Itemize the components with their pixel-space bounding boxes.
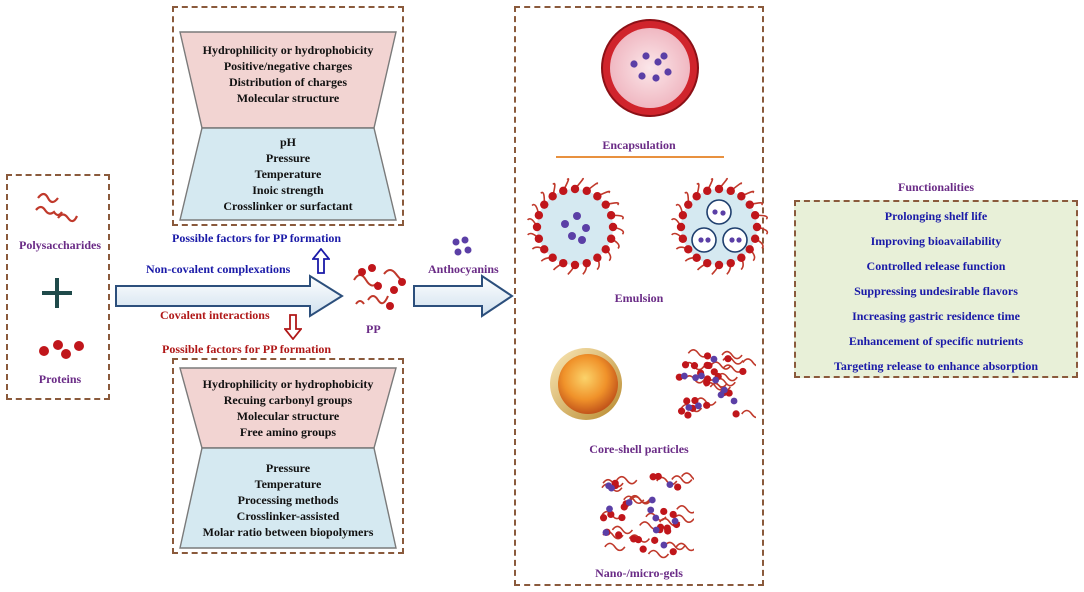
- top-factors-box: [172, 6, 404, 226]
- factor-item: Molar ratio between biopolymers: [202, 525, 374, 539]
- factor-item: Molecular structure: [236, 91, 340, 105]
- polysaccharides-label: Polysaccharides: [19, 238, 101, 252]
- pp-complex-icon: [353, 264, 406, 310]
- emulsion-droplet-single-icon: [526, 177, 625, 276]
- bottom-hourglass-shape: [179, 367, 397, 549]
- protein-beads-icon: [39, 340, 84, 359]
- nano-complex-icon: [675, 349, 756, 419]
- functionality-item: Increasing gastric residence time: [852, 309, 1020, 323]
- factor-item: Molecular structure: [236, 409, 340, 423]
- core-shell-particle-icon: [550, 348, 624, 420]
- factor-item: Recuing carbonyl groups: [223, 393, 353, 407]
- down-arrow-icon: [284, 314, 302, 340]
- divider-line: [556, 156, 724, 158]
- factor-item: Pressure: [265, 461, 311, 475]
- top-upper-factors: Hydrophilicity or hydrophobicity Positiv…: [174, 42, 402, 106]
- gels-label: Nano-/micro-gels: [595, 566, 683, 580]
- factor-item: Distribution of charges: [229, 75, 347, 89]
- coreshell-label: Core-shell particles: [589, 442, 689, 456]
- factor-item: Pressure: [265, 151, 311, 165]
- functionality-item: Controlled release function: [866, 259, 1006, 273]
- bottom-factors-box: [172, 358, 404, 554]
- formation-arrow: [115, 274, 344, 318]
- nano-gel-icon: [599, 472, 694, 559]
- functionality-item: Suppressing undesirable flavors: [854, 284, 1018, 298]
- factor-item: Free amino groups: [239, 425, 337, 439]
- factor-item: Hydrophilicity or hydrophobicity: [202, 43, 374, 57]
- functionalities-title: Functionalities: [897, 180, 974, 194]
- top-lower-factors: pH Pressure Temperature Inoic strength C…: [174, 134, 402, 214]
- proteins-label: Proteins: [38, 372, 82, 386]
- top-hourglass-shape: [179, 31, 397, 221]
- factor-item: pH: [279, 135, 296, 149]
- plus-icon: [42, 278, 72, 308]
- encapsulation-label: Encapsulation: [602, 138, 676, 152]
- functionality-item: Prolonging shelf life: [884, 209, 988, 223]
- factor-item: Positive/negative charges: [223, 59, 353, 73]
- functionalities-box: Prolonging shelf life Improving bioavail…: [794, 200, 1078, 378]
- factor-item: Hydrophilicity or hydrophobicity: [202, 377, 374, 391]
- functionality-item: Enhancement of specific nutrients: [848, 334, 1024, 348]
- capsule-icon: [601, 19, 699, 117]
- polysaccharide-chains-icon: [35, 192, 79, 223]
- ingredients-box: [6, 174, 110, 400]
- noncovalent-label: Non-covalent complexations: [146, 262, 291, 276]
- bottom-factors-caption: Possible factors for PP formation: [162, 342, 332, 356]
- factor-item: Crosslinker or surfactant: [223, 199, 353, 213]
- emulsion-droplet-multiple-icon: [670, 177, 769, 276]
- top-factors-caption: Possible factors for PP formation: [172, 231, 342, 245]
- anthocyanins-label: Anthocyanins: [428, 262, 499, 276]
- up-arrow-icon: [312, 248, 330, 274]
- factor-item: Processing methods: [237, 493, 339, 507]
- functionality-item: Improving bioavailability: [870, 234, 1002, 248]
- factor-item: Inoic strength: [252, 183, 324, 197]
- factor-item: Temperature: [254, 167, 322, 181]
- factor-item: Temperature: [254, 477, 322, 491]
- bottom-upper-factors: Hydrophilicity or hydrophobicity Recuing…: [174, 376, 402, 440]
- covalent-label: Covalent interactions: [160, 308, 270, 322]
- anthocyanins-icon: [452, 236, 472, 256]
- functionality-item: Targeting release to enhance absorption: [834, 359, 1038, 373]
- pp-label: PP: [366, 322, 381, 336]
- delivery-systems-box: [514, 6, 764, 586]
- bottom-lower-factors: Pressure Temperature Processing methods …: [174, 460, 402, 540]
- emulsion-label: Emulsion: [614, 291, 664, 305]
- factor-item: Crosslinker-assisted: [236, 509, 340, 523]
- delivery-arrow: [413, 274, 514, 318]
